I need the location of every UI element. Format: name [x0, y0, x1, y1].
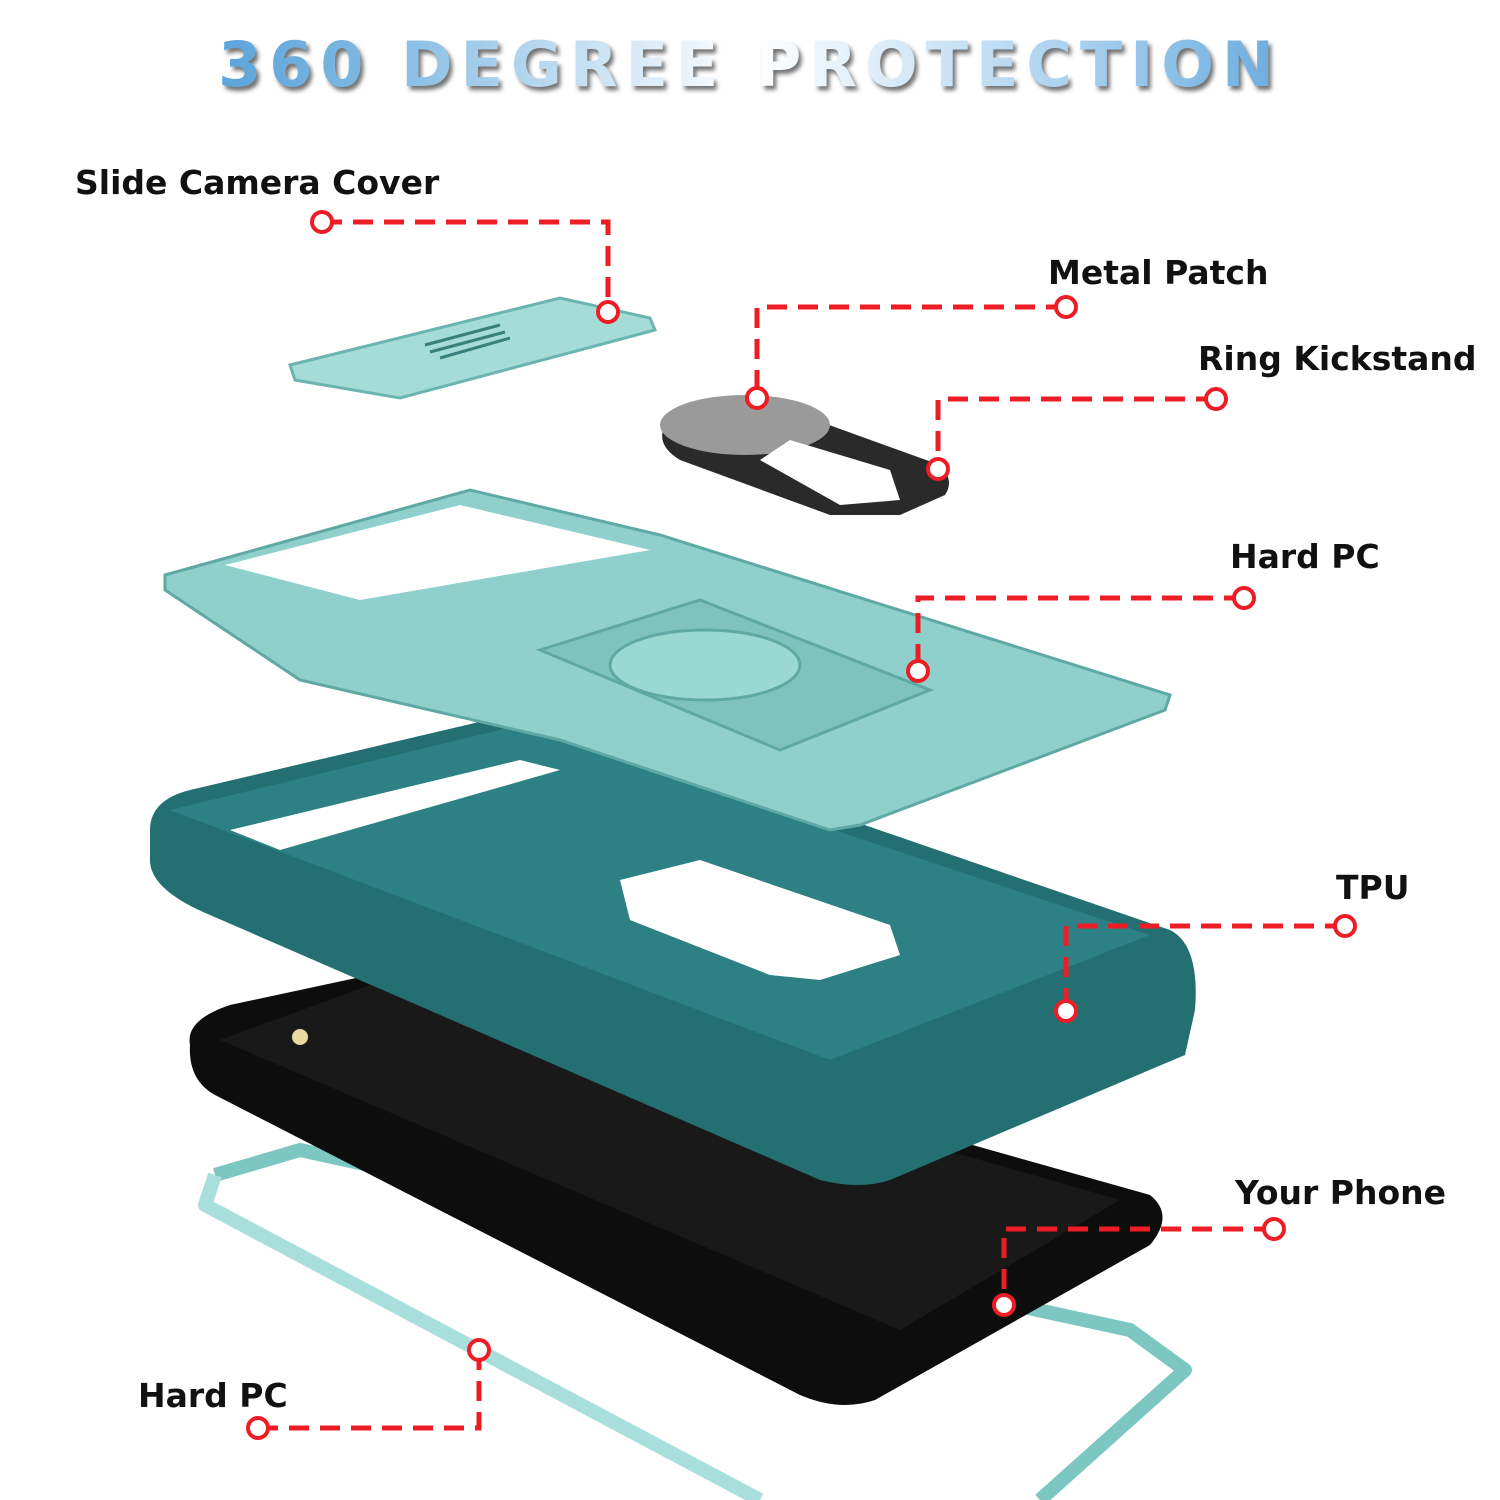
leader-dots — [246, 210, 1357, 1440]
label-ring-kickstand: Ring Kickstand — [1198, 339, 1477, 378]
page-title: 360 DEGREE PROTECTION — [0, 28, 1500, 101]
label-hard-pc-bottom: Hard PC — [138, 1376, 288, 1415]
label-tpu: TPU — [1336, 868, 1410, 907]
leader-hard-pc-top — [915, 595, 1244, 671]
top-hard-pc-frame — [163, 488, 1172, 832]
leader-your-phone — [1001, 1226, 1274, 1305]
leader-lines — [258, 219, 1345, 1431]
label-your-phone: Your Phone — [1235, 1173, 1447, 1212]
phone — [189, 975, 1163, 1405]
leader-tpu — [1063, 923, 1345, 1011]
ring-kickstand — [660, 395, 949, 515]
label-metal-patch: Metal Patch — [1048, 253, 1269, 292]
tpu-case — [150, 710, 1196, 1185]
bottom-hard-pc-frame — [198, 1143, 1192, 1500]
leader-hard-pc-bottom — [258, 1350, 482, 1431]
leader-slide-camera-cover — [322, 219, 611, 312]
slide-camera-cover — [288, 296, 658, 400]
leader-metal-patch — [754, 304, 1066, 398]
label-slide-camera-cover: Slide Camera Cover — [75, 163, 440, 202]
label-hard-pc-top: Hard PC — [1230, 537, 1380, 576]
leader-ring-kickstand — [935, 396, 1216, 469]
